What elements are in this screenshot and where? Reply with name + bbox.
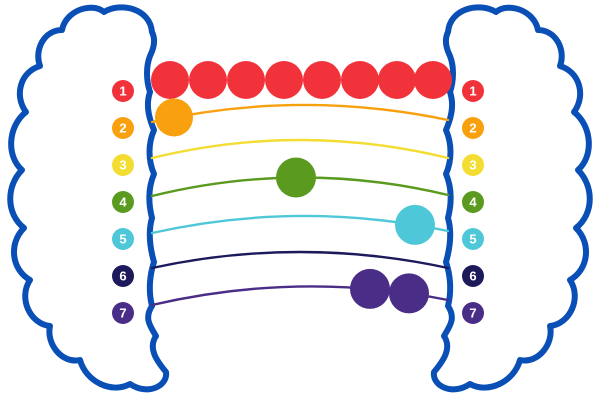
- right-badge-label: 3: [469, 158, 476, 173]
- left-badge-row-6: 6: [112, 265, 134, 287]
- bead-row-7[interactable]: [389, 273, 429, 314]
- right-badge-label: 7: [469, 306, 476, 321]
- bead-row-1[interactable]: [189, 61, 227, 99]
- bead-row-1[interactable]: [265, 61, 303, 99]
- wire-row-6: [150, 250, 450, 270]
- bead-row-1[interactable]: [227, 61, 265, 99]
- right-badge-label: 2: [469, 121, 476, 136]
- beads-layer: [151, 61, 452, 314]
- left-badge-row-7: 7: [112, 302, 134, 324]
- bead-row-7[interactable]: [350, 268, 390, 309]
- right-badge-row-1: 1: [462, 80, 484, 102]
- bead-row-2[interactable]: [155, 98, 193, 137]
- bead-row-1[interactable]: [151, 61, 189, 99]
- right-badge-row-6: 6: [462, 265, 484, 287]
- bead-row-1[interactable]: [414, 61, 452, 99]
- bead-row-1[interactable]: [378, 61, 416, 99]
- bead-row-4[interactable]: [276, 157, 316, 198]
- right-row-badges: 1 2 3 4 5 6 7: [462, 80, 484, 324]
- left-badge-row-2: 2: [112, 117, 134, 139]
- right-badge-row-4: 4: [462, 191, 484, 213]
- left-badge-label: 7: [119, 306, 126, 321]
- left-badge-label: 5: [119, 232, 126, 247]
- wire-row-3: [150, 138, 450, 160]
- wire-row-2: [150, 103, 450, 124]
- left-badge-label: 4: [119, 195, 127, 210]
- bead-row-1[interactable]: [303, 61, 341, 99]
- right-badge-label: 4: [469, 195, 477, 210]
- right-badge-row-7: 7: [462, 302, 484, 324]
- right-badge-label: 5: [469, 232, 476, 247]
- left-badge-row-3: 3: [112, 154, 134, 176]
- left-badge-label: 2: [119, 121, 126, 136]
- bead-row-1[interactable]: [341, 61, 379, 99]
- left-badge-row-1: 1: [112, 80, 134, 102]
- left-badge-label: 3: [119, 158, 126, 173]
- right-badge-row-3: 3: [462, 154, 484, 176]
- left-badge-label: 6: [119, 269, 126, 284]
- right-badge-label: 1: [469, 84, 476, 99]
- left-cloud-frame: [7, 4, 170, 393]
- left-badge-row-5: 5: [112, 228, 134, 250]
- right-badge-row-5: 5: [462, 228, 484, 250]
- right-badge-row-2: 2: [462, 117, 484, 139]
- right-badge-label: 6: [469, 269, 476, 284]
- left-row-badges: 1 2 3 4 5 6 7: [112, 80, 134, 324]
- right-cloud-frame: [430, 4, 593, 393]
- left-badge-label: 1: [119, 84, 126, 99]
- bead-row-5[interactable]: [395, 204, 435, 245]
- left-badge-row-4: 4: [112, 191, 134, 213]
